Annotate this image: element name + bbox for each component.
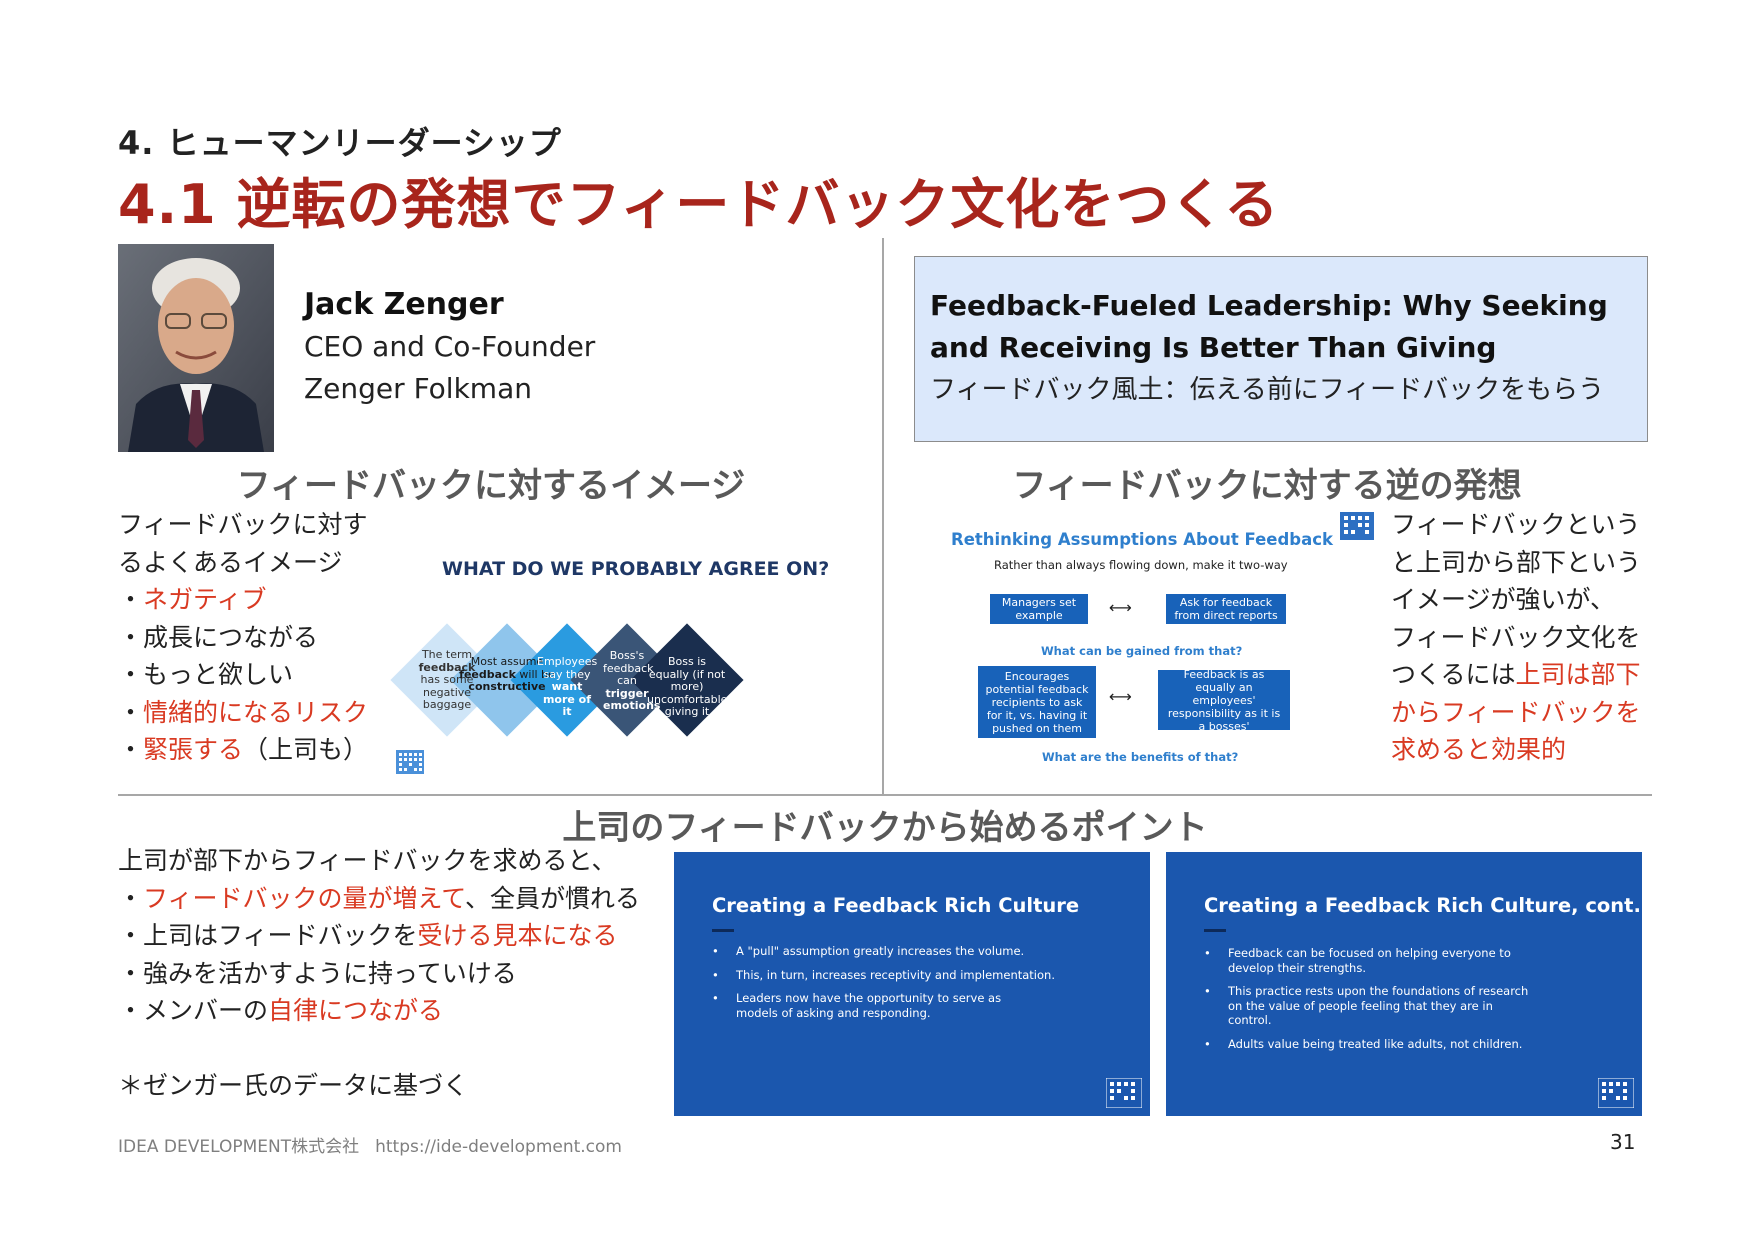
rethink-slide-image: Rethinking Assumptions About Feedback Ra… — [944, 520, 1333, 784]
footer: IDEA DEVELOPMENT株式会社 https://ide-developm… — [118, 1132, 622, 1157]
box-managers: Managers set example — [990, 594, 1088, 624]
list-item: A "pull" assumption greatly increases th… — [712, 944, 1055, 959]
culture-slide-2-title: Creating a Feedback Rich Culture, cont. — [1204, 894, 1641, 917]
box-ask: Ask for feedback from direct reports — [1166, 594, 1286, 624]
title-underline — [712, 929, 734, 932]
agree-slide-heading: WHAT DO WE PROBABLY AGREE ON? — [442, 558, 830, 580]
left-intro-1: フィードバックに対す — [118, 510, 368, 539]
logo-icon — [1340, 512, 1374, 540]
diamond-1-text: The term feedback has some negative bagg… — [418, 648, 476, 711]
arrow-icon: ⟷ — [1109, 687, 1132, 706]
speaker-company: Zenger Folkman — [304, 372, 532, 405]
list-item: This, in turn, increases receptivity and… — [712, 968, 1055, 983]
right-text-block: フィードバックという と上司から部下という イメージが強いが、 フィードバック文… — [1391, 510, 1642, 764]
bottom-intro: 上司が部下からフィードバックを求めると、 — [118, 846, 617, 875]
rethink-title: Rethinking Assumptions About Feedback — [951, 530, 1334, 549]
speaker-role: CEO and Co-Founder — [304, 330, 596, 363]
culture-slide-1-bullets: A "pull" assumption greatly increases th… — [712, 944, 1055, 1029]
culture-slide-1-title: Creating a Feedback Rich Culture — [712, 894, 1080, 917]
list-item: Adults value being treated like adults, … — [1204, 1037, 1534, 1052]
footer-company: IDEA DEVELOPMENT株式会社 — [118, 1137, 360, 1157]
rethink-subtitle: Rather than always flowing down, make it… — [994, 558, 1288, 572]
list-item: Feedback can be focused on helping every… — [1204, 946, 1514, 975]
footer-url[interactable]: https://ide-development.com — [375, 1137, 622, 1157]
box-responsibility: Feedback is as equally an employees' res… — [1158, 668, 1290, 733]
left-text-block: フィードバックに対す るよくあるイメージ ・ネガティブ ・成長につながる ・もっ… — [118, 506, 368, 769]
culture-slide-2-bullets: Feedback can be focused on helping every… — [1204, 946, 1534, 1060]
logo-icon — [1598, 1078, 1634, 1108]
portrait-photo — [118, 244, 274, 452]
list-item: This practice rests upon the foundations… — [1204, 984, 1534, 1028]
title-underline — [1204, 929, 1226, 932]
article-title: Feedback-Fueled Leadership: Why Seeking … — [930, 289, 1608, 364]
culture-slide-2: Creating a Feedback Rich Culture, cont. … — [1166, 852, 1642, 1116]
list-item: ・成長につながる — [118, 622, 319, 652]
list-item: ・上司はフィードバックを受ける見本になる — [118, 921, 618, 950]
diamond-2-text: Most assume feedback will be constructiv… — [459, 655, 555, 693]
list-item: ・メンバーの自律につながる — [118, 996, 444, 1025]
rethink-question-1: What can be gained from that? — [1041, 644, 1243, 658]
arrow-icon: ⟷ — [1109, 598, 1132, 617]
article-box: Feedback-Fueled Leadership: Why Seeking … — [914, 256, 1648, 442]
list-item: ・ネガティブ — [118, 585, 267, 614]
rethink-question-2: What are the benefits of that? — [1042, 750, 1239, 764]
speaker-name: Jack Zenger — [304, 287, 504, 322]
list-item: ・緊張する（上司も） — [118, 735, 369, 764]
agree-slide-image: WHAT DO WE PROBABLY AGREE ON? The term f… — [390, 536, 866, 780]
bottom-text-block: 上司が部下からフィードバックを求めると、 ・フィードバックの量が増えて、全員が慣… — [118, 842, 640, 1104]
culture-slide-1: Creating a Feedback Rich Culture A "pull… — [674, 852, 1150, 1116]
bottom-heading: 上司のフィードバックから始めるポイント — [562, 808, 1208, 848]
article-subtitle: フィードバック風土：伝える前にフィードバックをもらう — [930, 375, 1605, 405]
page-title: 4.1 逆転の発想でフィードバック文化をつくる — [118, 173, 1280, 236]
left-intro-2: るよくあるイメージ — [118, 547, 343, 577]
horizontal-divider — [118, 794, 1652, 796]
diamond-4-text: Boss's feedback can trigger emotions — [603, 649, 661, 712]
logo-icon — [396, 750, 424, 774]
box-encourages: Encourages potential feedback recipients… — [978, 666, 1096, 738]
list-item: Leaders now have the opportunity to serv… — [712, 991, 1042, 1020]
list-item: ・もっと欲しい — [118, 660, 294, 689]
speaker-profile: Jack Zenger CEO and Co-Founder Zenger Fo… — [304, 284, 595, 410]
left-heading: フィードバックに対するイメージ — [236, 466, 746, 506]
vertical-divider — [882, 238, 884, 794]
section-title: 4. ヒューマンリーダーシップ — [118, 124, 562, 162]
list-item: ・情緒的になるリスク — [118, 697, 369, 727]
diamond-3-text: Employees say they want more of it — [537, 655, 598, 718]
page-number: 31 — [1610, 1130, 1636, 1154]
source-note: ＊ゼンガー氏のデータに基づく — [118, 1070, 469, 1100]
logo-icon — [1106, 1078, 1142, 1108]
diamond-5-text: Boss is equally (if not more) uncomforta… — [647, 655, 728, 718]
right-heading: フィードバックに対する逆の発想 — [1012, 466, 1522, 506]
list-item: ・フィードバックの量が増えて、全員が慣れる — [118, 883, 641, 913]
list-item: ・強みを活かすように持っていける — [118, 958, 517, 988]
